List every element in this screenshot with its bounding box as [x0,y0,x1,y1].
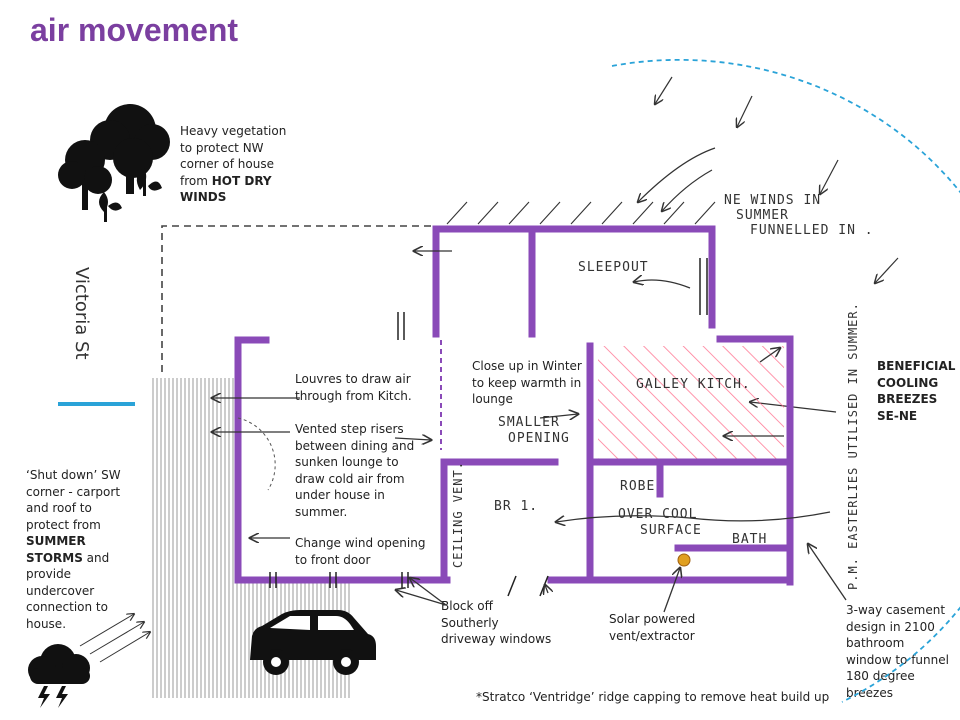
carport-hatching [150,378,234,698]
note-louvres: Louvres to draw air through from Kitch. [295,372,412,403]
note-block-off: Block off Southerly driveway windows [441,599,552,646]
label-ne-winds-1: NE WINDS IN [724,193,821,208]
label-ne-winds-3: FUNNELLED IN . [750,223,874,238]
label-ne-winds-2: SUMMER [736,208,789,223]
door-swing [237,417,276,491]
note-casement: 3-way casement design in 2100 bathroom w… [846,603,949,700]
solar-vent-icon [677,553,691,567]
tree-cluster-icon [58,104,170,222]
label-ceiling-vent: CEILING VENT. [451,461,465,568]
house-walls [234,225,794,586]
label-smaller-1: SMALLER [498,415,560,430]
label-sleepout: SLEEPOUT [578,260,649,275]
note-close-winter: Close up in Winter to keep warmth in lou… [472,359,582,406]
storm-cloud-icon [28,644,90,708]
roof-ticks [446,201,716,225]
page-title: air movement [30,12,239,48]
label-galley-kitchen: GALLEY KITCH. [636,377,751,392]
note-solar: Solar powered vent/extractor [609,612,696,643]
note-shutdown: ‘Shut down’ SW corner - carport and roof… [26,468,121,631]
note-wind-opening: Change wind opening to front door [295,536,426,567]
note-vegetation: Heavy vegetation to protect NW corner of… [180,124,287,204]
note-vented-steps: Vented step risers between dining and su… [295,422,415,519]
air-flow-arrows [212,251,847,613]
lot-boundary [161,225,432,372]
window-marks [269,258,708,597]
storm-arrows [79,614,150,663]
label-smaller-2: OPENING [508,431,570,446]
label-pm-easterlies: P.M. EASTERLIES UTILISED IN SUMMER. [846,302,860,590]
label-bath: BATH [732,532,767,547]
label-over-cool-1: OVER COOL [618,507,697,522]
car-icon [250,610,376,675]
label-robe: ROBE [620,479,655,494]
label-br1: BR 1. [494,499,538,514]
note-beneficial-breezes: BENEFICIAL COOLING BREEZES SE-NE [877,359,956,423]
label-over-cool-2: SURFACE [640,523,702,538]
footnote: *Stratco ‘Ventridge’ ridge capping to re… [476,690,830,704]
galley-kitchen-hatch [598,346,784,460]
